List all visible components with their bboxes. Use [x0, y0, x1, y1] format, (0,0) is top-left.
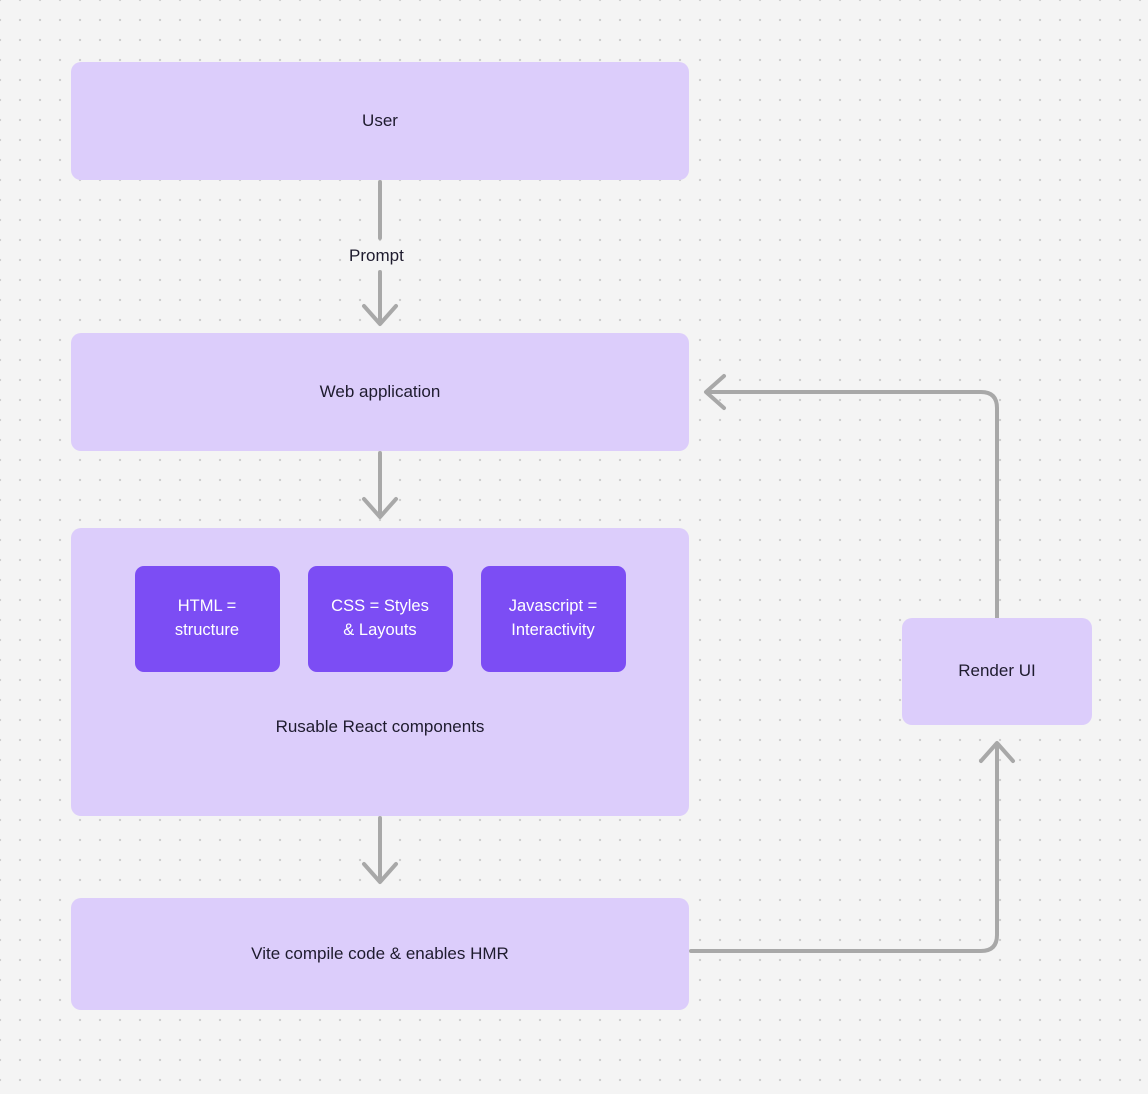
chip-css[interactable]: CSS = Styles & Layouts — [307, 566, 453, 672]
arrowhead-render-to-webapp — [704, 374, 726, 410]
chip-javascript-line1: Javascript = — [508, 597, 598, 616]
react-components-caption: Rusable React components — [275, 717, 485, 736]
chip-css-line2: & Layouts — [343, 621, 417, 639]
arrowhead-react-to-vite — [362, 862, 398, 884]
edge-vite-to-render — [689, 743, 999, 953]
node-vite-label: Vite compile code & enables HMR — [251, 943, 509, 963]
edge-label-prompt: Prompt — [343, 246, 410, 266]
node-render-ui-label: Render UI — [958, 661, 1036, 681]
node-web-application-label: Web application — [319, 381, 441, 401]
node-user-label: User — [362, 110, 398, 130]
arrowhead-user-to-webapp — [362, 304, 398, 326]
chip-html[interactable]: HTML = structure — [134, 566, 280, 672]
chip-javascript-line2: Interactivity — [511, 621, 595, 639]
node-web-application[interactable]: Web application — [71, 333, 689, 451]
edge-render-to-webapp — [706, 390, 999, 620]
node-user[interactable]: User — [71, 62, 689, 180]
react-chip-row: HTML = structure CSS = Styles & Layouts … — [71, 566, 689, 672]
arrowhead-vite-to-render — [979, 741, 1015, 763]
chip-javascript[interactable]: Javascript = Interactivity — [480, 566, 626, 672]
arrowhead-webapp-to-react — [362, 497, 398, 519]
node-react-components[interactable]: HTML = structure CSS = Styles & Layouts … — [71, 528, 689, 816]
node-vite[interactable]: Vite compile code & enables HMR — [71, 898, 689, 1010]
chip-css-line1: CSS = Styles — [331, 597, 429, 616]
chip-html-line2: structure — [174, 621, 240, 639]
chip-html-line1: HTML = — [177, 597, 237, 616]
node-render-ui[interactable]: Render UI — [902, 618, 1092, 725]
